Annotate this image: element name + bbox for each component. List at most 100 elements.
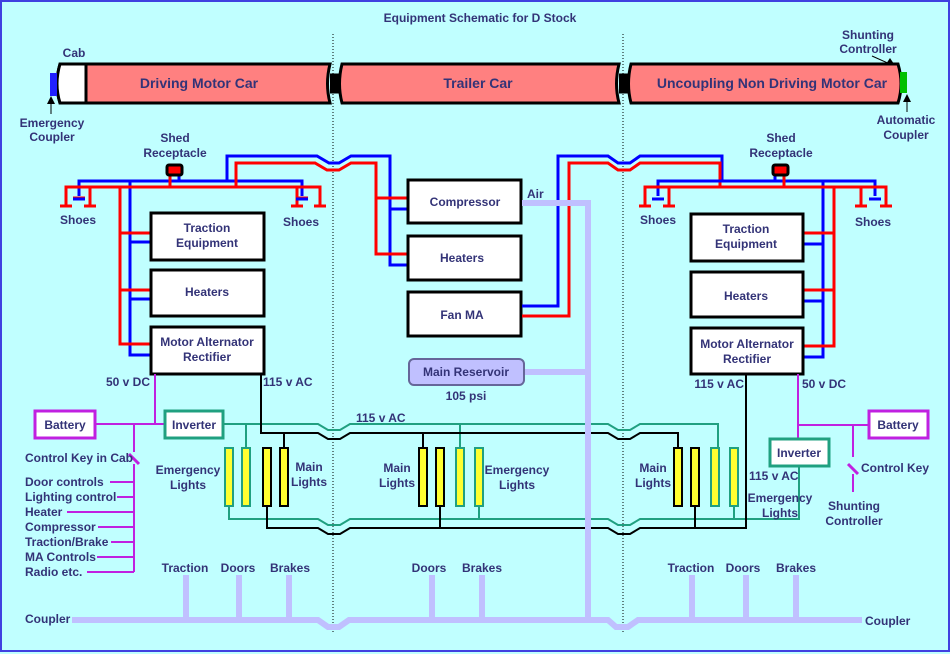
- right-negative-feeds: [803, 181, 825, 359]
- right-shoes-icon: [639, 197, 892, 208]
- main-ac-supply-bottom: [266, 374, 747, 535]
- right-main-light-2: [690, 447, 700, 507]
- compressor-label: Compressor: [430, 195, 501, 209]
- left-control-key-label: Control Key in Cab: [25, 451, 133, 465]
- right-control-key-switch-icon: [846, 462, 860, 476]
- left-main-lights-label-1: Main: [295, 460, 322, 474]
- left-air-user-traction: Traction: [162, 561, 209, 575]
- left-shoes-label-2: Shoes: [283, 215, 319, 229]
- control-item: Compressor: [25, 520, 96, 534]
- right-shoes-label-1: Shoes: [640, 213, 676, 227]
- uncoupling-non-driving-motor-car: Uncoupling Non Driving Motor Car: [627, 62, 903, 105]
- air-main-line: [522, 200, 591, 620]
- diagram-title: Equipment Schematic for D Stock: [384, 11, 577, 25]
- left-positive-rail: [64, 185, 322, 205]
- cab-body: [55, 62, 88, 105]
- right-coupler-label: Coupler: [865, 614, 911, 628]
- main-ac-drops-top: [283, 433, 424, 447]
- right-dc-label: 50 v DC: [802, 377, 846, 391]
- center-emergency-lights-label-1: Emergency: [485, 463, 550, 477]
- red-trainline-to-trailer: [234, 161, 407, 256]
- air-label: Air: [527, 187, 544, 201]
- right-traction-equipment-label-1: Traction: [723, 222, 770, 236]
- control-item: Radio etc.: [25, 565, 82, 579]
- emergency-drops-bottom: [478, 507, 735, 519]
- right-dc-circuit: [797, 374, 868, 492]
- left-ac-label: 115 v AC: [263, 375, 313, 389]
- trailer-car-body: [338, 62, 621, 105]
- left-mar-label-2: Rectifier: [183, 350, 231, 364]
- left-dc-label: 50 v DC: [106, 375, 150, 389]
- fan-ma-label: Fan MA: [440, 308, 484, 322]
- right-emergency-lights-label-2: Lights: [762, 506, 798, 520]
- left-battery-box: [33, 409, 97, 440]
- emergency-drops-top: [245, 424, 461, 447]
- right-mar-label-1: Motor Alternator: [700, 337, 794, 351]
- emergency-coupler-label-1: Emergency: [20, 116, 85, 130]
- left-main-light-1: [262, 447, 272, 507]
- automatic-coupler: [900, 72, 907, 93]
- right-emergency-light-1: [710, 447, 720, 507]
- right-motor-alternator-box: [689, 326, 805, 376]
- left-battery-label: Battery: [44, 418, 86, 432]
- center-heaters-label: Heaters: [440, 251, 484, 265]
- right-emergency-lights-label-1: Emergency: [748, 491, 813, 505]
- left-traction-equipment-label-2: Equipment: [176, 236, 238, 250]
- emergency-coupler-arrow-icon: [47, 96, 55, 114]
- center-main-lights-label-1: Main: [383, 461, 410, 475]
- right-emergency-light-2: [729, 447, 739, 507]
- trailer-car: Trailer Car: [338, 62, 621, 105]
- undm-car-body: [627, 62, 903, 105]
- center-main-lights-label-2: Lights: [379, 476, 415, 490]
- left-motor-alternator-box: [149, 325, 266, 376]
- shunting-controller-top-label-1: Shunting: [842, 28, 894, 42]
- left-dc-circuit: [95, 374, 165, 572]
- control-item: Lighting control: [25, 490, 116, 504]
- gangway-right-block: [619, 75, 630, 92]
- right-battery-box: [867, 409, 930, 440]
- emergency-coupler: [50, 73, 57, 96]
- blue-trainline-to-right: [522, 154, 724, 308]
- right-air-user-doors: Doors: [726, 561, 761, 575]
- right-main-light-1: [673, 447, 683, 507]
- main-ac-drops-bottom: [439, 507, 696, 528]
- right-mar-label-2: Rectifier: [723, 352, 771, 366]
- right-battery-label: Battery: [877, 418, 919, 432]
- cab-label: Cab: [63, 46, 86, 60]
- right-control-key-label: Control Key: [861, 461, 929, 475]
- left-emergency-light-1: [224, 447, 234, 507]
- control-item: MA Controls: [25, 550, 96, 564]
- left-mar-label-1: Motor Alternator: [160, 335, 254, 349]
- left-negative-feeds: [128, 181, 152, 357]
- blue-trainline-to-trailer: [225, 154, 407, 267]
- control-item: Traction/Brake: [25, 535, 109, 549]
- left-emergency-lights-label-1: Emergency: [156, 463, 221, 477]
- right-traction-equipment-label-2: Equipment: [715, 237, 777, 251]
- right-ac-label: 115 v AC: [694, 377, 744, 391]
- red-trainline-to-right: [522, 161, 722, 318]
- center-ac-label: 115 v AC: [356, 411, 406, 425]
- left-air-user-brakes: Brakes: [270, 561, 310, 575]
- center-heaters-box: [406, 234, 523, 282]
- center-main-light-2: [435, 447, 445, 507]
- automatic-coupler-arrow-icon: [903, 94, 911, 112]
- right-shunting-controller-label-2: Controller: [825, 514, 883, 528]
- center-main-light-1: [418, 447, 428, 507]
- left-air-user-doors: Doors: [221, 561, 256, 575]
- trailer-car-label: Trailer Car: [443, 75, 513, 91]
- center-air-user-doors: Doors: [412, 561, 447, 575]
- undm-car-label: Uncoupling Non Driving Motor Car: [657, 75, 888, 91]
- left-emergency-lights-label-2: Lights: [170, 478, 206, 492]
- emergency-supply-top: [223, 423, 719, 447]
- right-positive-rail: [643, 185, 888, 205]
- right-air-user-traction: Traction: [668, 561, 715, 575]
- right-heaters-box: [689, 270, 805, 319]
- left-control-outputs: [67, 481, 134, 573]
- automatic-coupler-label-1: Automatic: [877, 113, 936, 127]
- center-emergency-light-1: [455, 447, 465, 507]
- driving-motor-car: Driving Motor Car: [55, 62, 332, 105]
- main-reservoir-label: Main Reservoir: [423, 365, 509, 379]
- driving-motor-car-label: Driving Motor Car: [140, 75, 259, 91]
